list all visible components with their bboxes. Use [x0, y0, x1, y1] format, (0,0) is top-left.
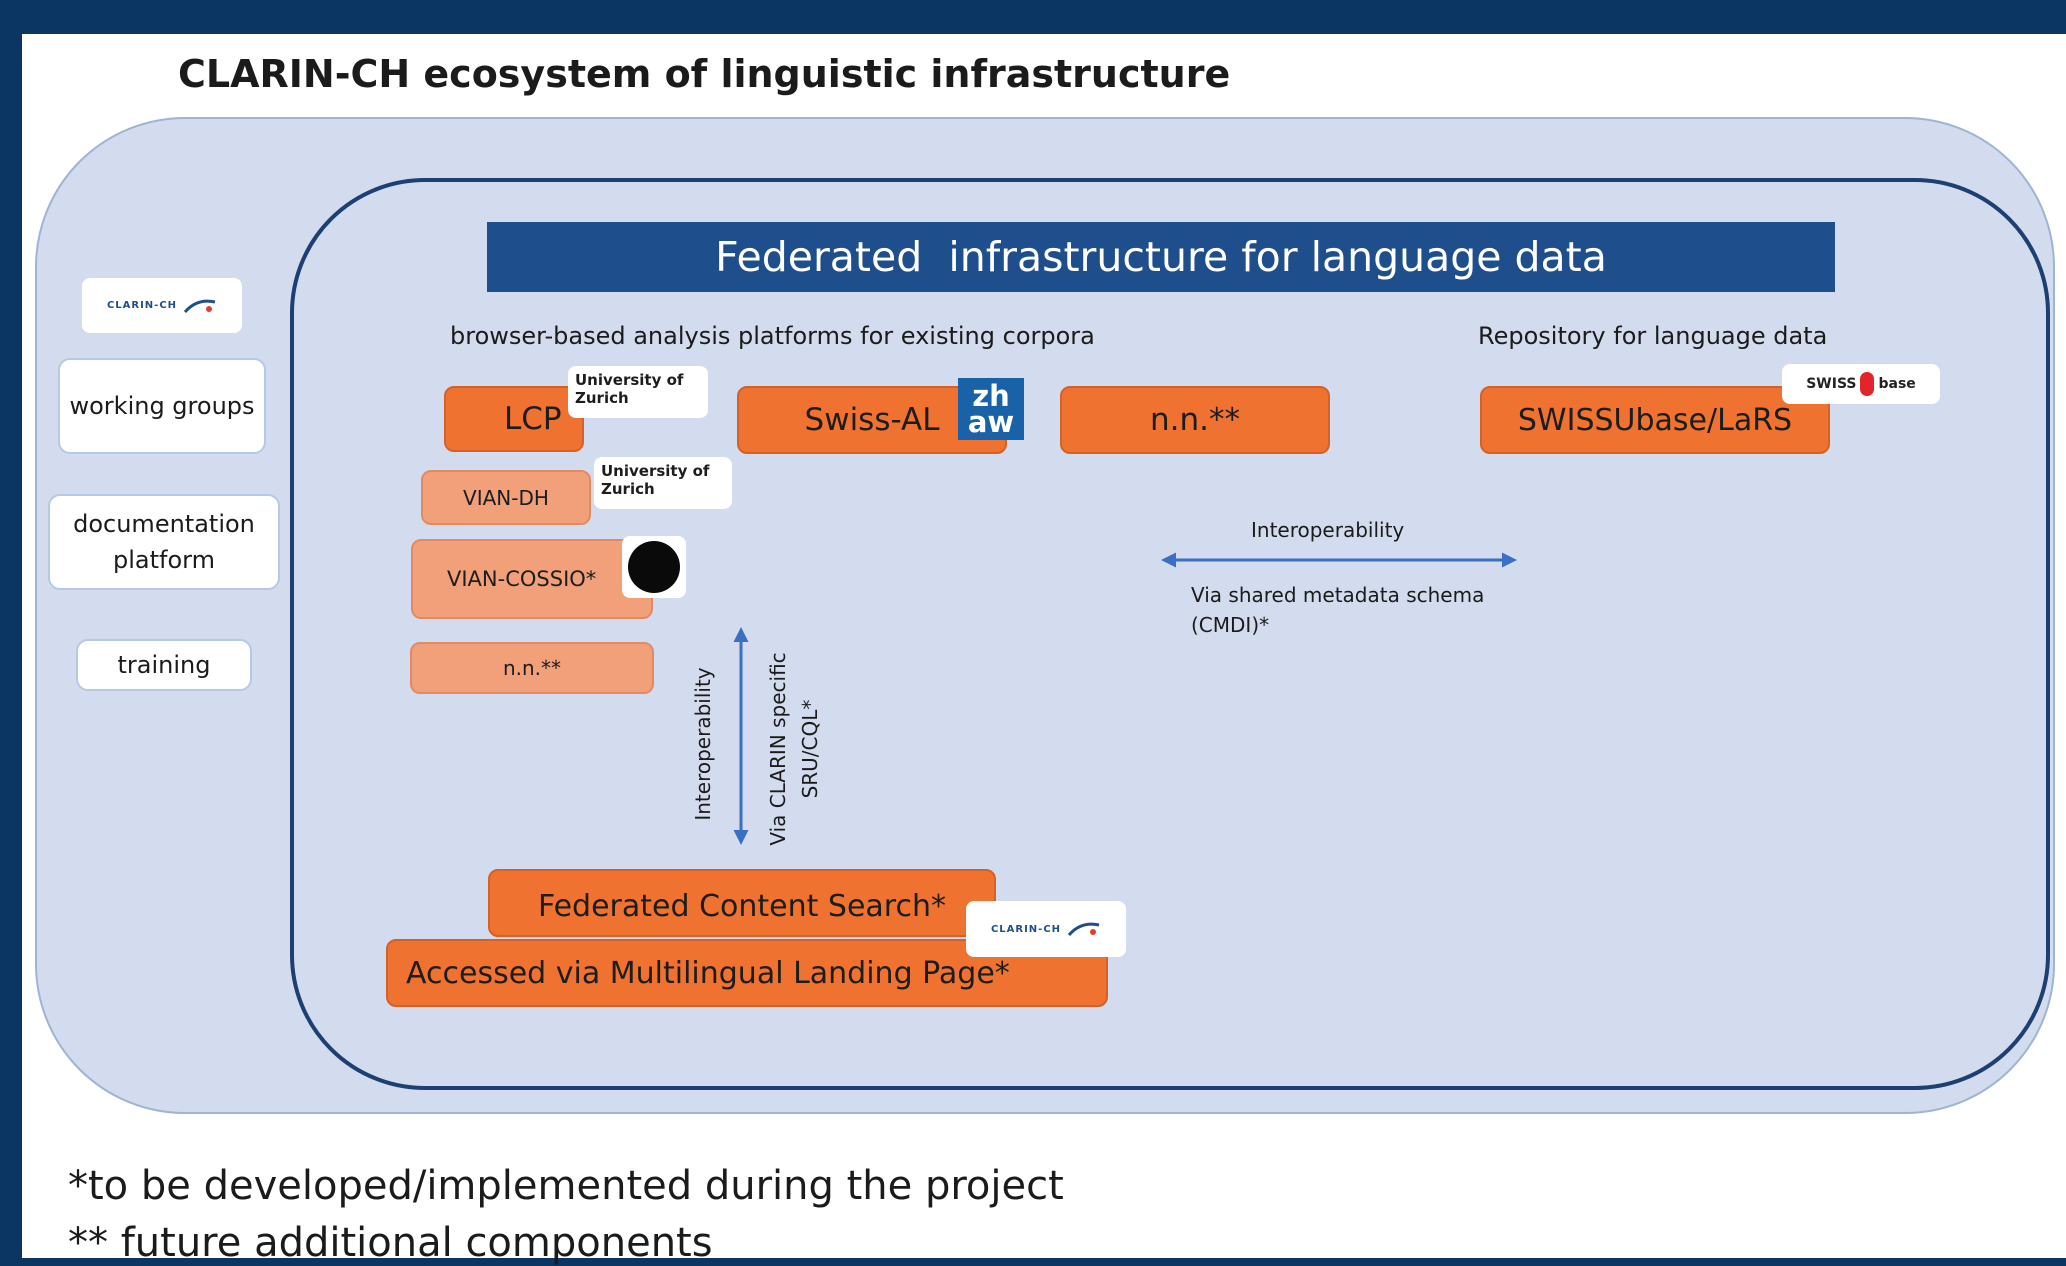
working-groups-box[interactable]: working groups	[58, 358, 266, 454]
vian-dh-platform[interactable]: VIAN-DH	[421, 470, 591, 525]
swissubase-mark-icon	[1860, 372, 1875, 396]
zhaw-logo: zh aw	[958, 378, 1024, 440]
zhaw-logo-line1: zh	[972, 379, 1010, 413]
zhaw-logo-line2: aw	[967, 405, 1015, 439]
diagram-title: CLARIN-CH ecosystem of linguistic infras…	[178, 52, 1231, 96]
clarin-logo-text: CLARIN-CH	[106, 300, 178, 311]
federated-infrastructure-region	[290, 178, 2050, 1090]
swissubase-logo-left: SWISS	[1806, 376, 1857, 392]
cossio-logo	[622, 536, 686, 598]
future-platform-bottom[interactable]: n.n.**	[410, 642, 654, 694]
footnote-single-star: *to be developed/implemented during the …	[68, 1163, 1064, 1209]
vertical-interop-detail: Via CLARIN specific	[766, 652, 790, 846]
federated-content-search[interactable]: Federated Content Search*	[488, 869, 996, 937]
horizontal-interop-label: Interoperability	[1251, 518, 1405, 542]
horizontal-interop-detail: Via shared metadata schema	[1191, 583, 1485, 607]
clarin-logo-text: CLARIN-CH	[990, 923, 1062, 935]
uzh-logo: University of Zurich	[594, 457, 732, 509]
browser-platforms-heading: browser-based analysis platforms for exi…	[450, 322, 1095, 350]
uzh-logo: University of Zurich	[568, 366, 708, 418]
clarin-ch-logo: CLARIN-CH	[966, 901, 1126, 957]
vertical-interop-label: Interoperability	[691, 667, 715, 821]
documentation-platform-box[interactable]: documentation platform	[48, 494, 280, 590]
swissubase-logo: SWISS base	[1782, 364, 1940, 404]
swissubase-lars-repository[interactable]: SWISSUbase/LaRS	[1480, 386, 1830, 454]
vertical-interop-detail-2: SRU/CQL*	[798, 699, 822, 799]
swissubase-logo-right: base	[1878, 376, 1916, 392]
federated-infrastructure-banner: Federated infrastructure for language da…	[487, 222, 1835, 292]
clarin-ch-logo: CLARIN-CH	[82, 278, 242, 333]
horizontal-interop-detail-2: (CMDI)*	[1191, 613, 1270, 637]
future-platform-top[interactable]: n.n.**	[1060, 386, 1330, 454]
clarin-swoosh-icon	[183, 299, 216, 313]
repository-heading: Repository for language data	[1478, 322, 1828, 350]
vian-cossio-platform[interactable]: VIAN-COSSIO*	[411, 539, 653, 619]
clarin-swoosh-icon	[1067, 922, 1100, 937]
training-box[interactable]: training	[76, 639, 252, 691]
cossio-disc-icon	[628, 541, 680, 593]
footnote-double-star: ** future additional components	[68, 1220, 713, 1266]
lcp-platform[interactable]: LCP	[444, 386, 584, 452]
